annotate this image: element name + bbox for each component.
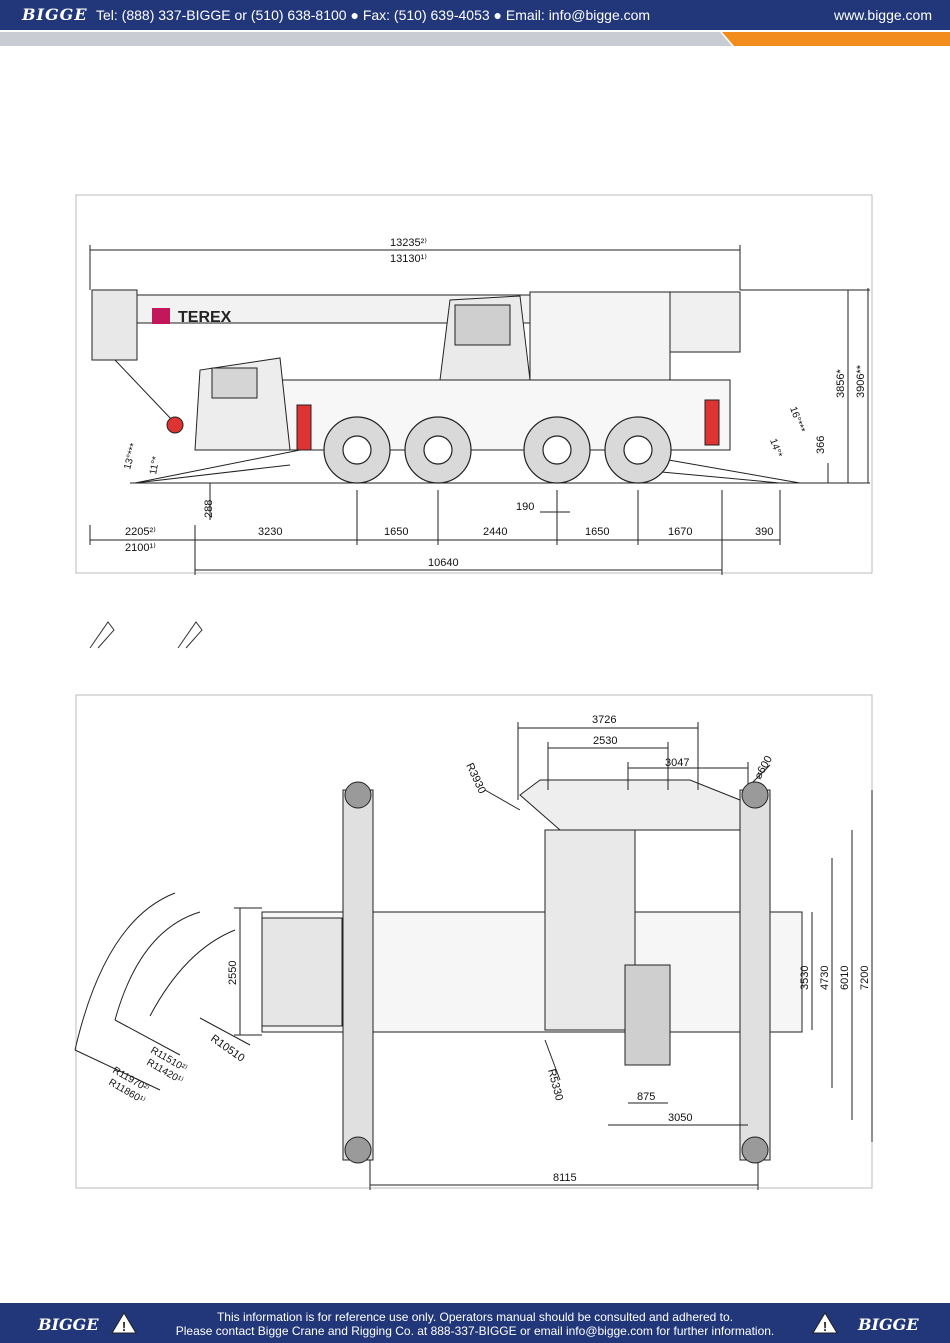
warning-icon: ! xyxy=(111,1312,137,1334)
header-bar: BIGGE Tel: (888) 337-BIGGE or (510) 638-… xyxy=(0,0,950,30)
dim-2440: 2440 xyxy=(483,526,507,538)
side-view-frame xyxy=(75,194,873,574)
angle-approach-b: 11°* xyxy=(148,456,162,476)
dim-2550: 2550 xyxy=(227,961,239,985)
footer-bar: BIGGE ! This information is for referenc… xyxy=(0,1303,950,1343)
dim-height-a: 3856* xyxy=(835,369,847,398)
dim-span-4730: 4730 xyxy=(819,966,831,990)
dim-3230: 3230 xyxy=(258,526,282,538)
header-contact: Tel: (888) 337-BIGGE or (510) 638-8100 ●… xyxy=(96,7,651,23)
dim-1650-b: 1650 xyxy=(585,526,609,538)
footer-notice: This information is for reference use on… xyxy=(150,1310,800,1338)
dim-3050: 3050 xyxy=(668,1112,692,1124)
dim-r5330: R5330 xyxy=(545,1068,565,1102)
dim-r10510: R10510 xyxy=(208,1033,246,1065)
superstructure xyxy=(529,291,671,381)
dim-span-3530: 3530 xyxy=(799,966,811,990)
outrigger-front xyxy=(342,789,374,1161)
header-logo: BIGGE xyxy=(22,5,88,24)
terex-logo-mark xyxy=(152,308,170,324)
angle-approach-a: 13°*** xyxy=(122,442,140,471)
svg-text:!: ! xyxy=(122,1319,126,1334)
dim-190: 190 xyxy=(516,501,534,513)
header-website-link[interactable]: www.bigge.com xyxy=(833,7,932,23)
dim-1670: 1670 xyxy=(668,526,692,538)
dim-height-b: 3906** xyxy=(855,364,867,398)
dim-rear-overhang: 390 xyxy=(755,526,773,538)
boom-symbols xyxy=(89,621,203,649)
footer-logo-left: BIGGE xyxy=(38,1315,99,1334)
dim-3047: 3047 xyxy=(665,757,689,769)
footer-logo-right: BIGGE xyxy=(858,1315,919,1334)
dim-366: 366 xyxy=(815,436,827,454)
dim-front-overhang-a: 2205²⁾ xyxy=(125,526,156,538)
dim-overall-length-a: 13235²⁾ xyxy=(390,237,427,249)
counterweight-top xyxy=(519,779,741,831)
carrier-wheels xyxy=(323,416,672,484)
dim-ground-clearance: 288 xyxy=(203,500,215,518)
outrigger-rear xyxy=(739,789,771,1161)
header-stripe xyxy=(0,32,950,46)
dim-1650-a: 1650 xyxy=(384,526,408,538)
footer-notice-line1: This information is for reference use on… xyxy=(216,1310,734,1324)
dim-span-7200: 7200 xyxy=(859,966,871,990)
dim-875: 875 xyxy=(637,1091,655,1103)
warning-icon: ! xyxy=(812,1312,838,1334)
dim-2530: 2530 xyxy=(593,735,617,747)
dim-overall-length-b: 13130¹⁾ xyxy=(390,253,427,265)
svg-text:!: ! xyxy=(823,1319,827,1334)
dim-span-6010: 6010 xyxy=(839,966,851,990)
dim-pad-diameter: ⌀600 xyxy=(752,754,775,782)
dim-10640: 10640 xyxy=(428,557,459,569)
dim-front-overhang-b: 2100¹⁾ xyxy=(125,542,156,554)
dim-r3930: R3930 xyxy=(463,761,488,795)
footer-notice-line2: Please contact Bigge Crane and Rigging C… xyxy=(175,1324,775,1338)
dim-3726: 3726 xyxy=(592,714,616,726)
brand-label: TEREX xyxy=(178,309,232,326)
dim-8115: 8115 xyxy=(553,1172,577,1184)
outrigger-pads xyxy=(344,781,769,1164)
angle-departure-a: 14°* xyxy=(767,437,784,459)
angle-departure-b: 16°*** xyxy=(787,405,807,434)
